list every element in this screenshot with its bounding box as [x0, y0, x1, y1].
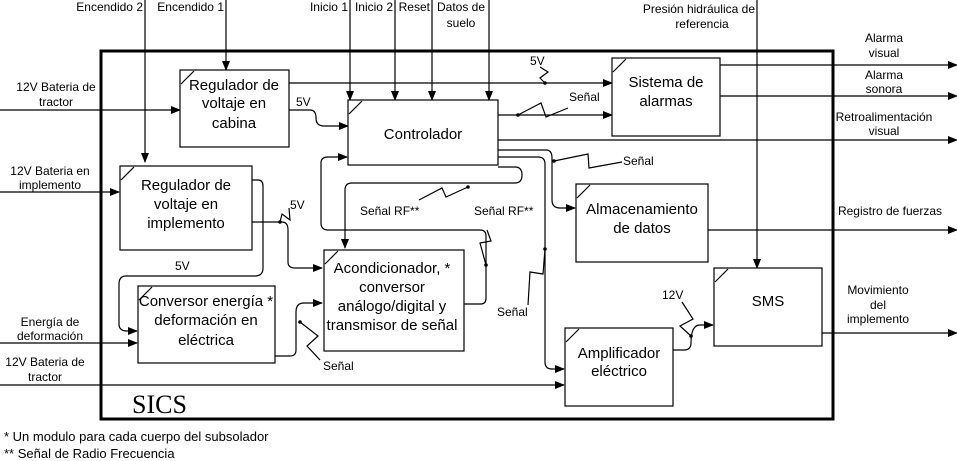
svg-text:Inicio 1: Inicio 1	[310, 0, 348, 14]
svg-text:12V: 12V	[662, 288, 683, 302]
block-reg-implemento: Regulador de voltaje en implemento	[119, 165, 253, 251]
svg-text:Movimiento: Movimiento	[847, 283, 909, 297]
svg-text:12V Bateria en: 12V Bateria en	[10, 164, 89, 178]
svg-text:Energía de: Energía de	[21, 315, 80, 329]
svg-text:Conversor energía *: Conversor energía *	[139, 293, 273, 310]
svg-text:referencia: referencia	[675, 17, 729, 31]
svg-text:12V Bateria de: 12V Bateria de	[5, 355, 85, 369]
signal-labels: 5V 5V 5V 5V 12V Señal Señal Señal RF** S…	[175, 54, 683, 373]
svg-text:voltaje en: voltaje en	[154, 196, 218, 213]
right-output-labels: Alarma visual Alarma sonora Retroaliment…	[836, 31, 942, 326]
svg-text:Controlador: Controlador	[384, 126, 462, 143]
block-controlador: Controlador	[347, 99, 499, 166]
svg-text:Retroalimentación: Retroalimentación	[836, 110, 933, 124]
svg-text:Señal RF**: Señal RF**	[360, 204, 420, 218]
svg-text:5V: 5V	[175, 259, 190, 273]
block-acondicionador: Acondicionador, * conversor análogo/digi…	[323, 249, 465, 352]
svg-text:Regulador de: Regulador de	[141, 177, 231, 194]
line-5v-acondicionador	[252, 221, 323, 272]
block-amplificador: Amplificador eléctrico	[564, 327, 674, 407]
footnotes: * Un modulo para cada cuerpo del subsola…	[4, 429, 269, 461]
svg-text:eléctrico: eléctrico	[591, 363, 647, 380]
block-conversor: Conversor energía * deformación en eléct…	[137, 285, 276, 364]
svg-text:de datos: de datos	[613, 220, 671, 237]
svg-text:análogo/digital y: análogo/digital y	[338, 298, 447, 315]
svg-text:eléctrica: eléctrica	[178, 332, 235, 349]
svg-text:Alarma: Alarma	[865, 68, 903, 82]
svg-text:Señal: Señal	[497, 305, 528, 319]
svg-text:5V: 5V	[296, 95, 311, 109]
signal-markers	[278, 66, 694, 361]
block-sms: SMS	[713, 267, 823, 347]
block-almacenamiento: Almacenamiento de datos	[575, 183, 709, 263]
left-input-labels: 12V Bateria de tractor 12V Bateria en im…	[5, 80, 96, 384]
line-senal-amplificador	[498, 156, 565, 373]
svg-text:conversor: conversor	[359, 279, 425, 296]
svg-text:Señal: Señal	[569, 90, 600, 104]
line-senal-acondicionador	[275, 299, 323, 357]
top-input-labels: Encendido 2 Encendido 1 Inicio 1 Inicio …	[76, 0, 755, 31]
svg-text:deformación: deformación	[17, 329, 83, 343]
svg-text:deformación en: deformación en	[154, 312, 257, 329]
svg-text:sonora: sonora	[866, 82, 903, 96]
svg-text:Almacenamiento: Almacenamiento	[586, 201, 698, 218]
svg-text:alarmas: alarmas	[639, 93, 692, 110]
line-senal-almacenamiento	[498, 149, 576, 212]
line-rf-controlador	[320, 153, 487, 305]
svg-text:implemento: implemento	[847, 312, 909, 326]
svg-text:tractor: tractor	[28, 370, 62, 384]
footnote-module: * Un modulo para cada cuerpo del subsola…	[4, 429, 269, 444]
svg-text:Inicio 2: Inicio 2	[355, 0, 393, 14]
svg-text:transmisor de señal: transmisor de señal	[327, 317, 458, 334]
svg-text:Datos de: Datos de	[437, 0, 485, 14]
block-sistema-alarmas: Sistema de alarmas	[611, 57, 721, 137]
svg-text:Registro de fuerzas: Registro de fuerzas	[838, 204, 942, 218]
svg-text:visual: visual	[869, 46, 900, 60]
svg-text:Señal: Señal	[323, 359, 354, 373]
system-name: SICS	[132, 390, 187, 419]
svg-text:Señal RF**: Señal RF**	[474, 204, 534, 218]
connections	[0, 0, 957, 389]
line-rf-acondicionador	[341, 166, 523, 249]
svg-text:Amplificador: Amplificador	[578, 345, 661, 362]
svg-text:visual: visual	[869, 124, 900, 138]
svg-text:voltaje en: voltaje en	[202, 95, 266, 112]
svg-text:Señal: Señal	[623, 154, 654, 168]
svg-text:suelo: suelo	[447, 16, 476, 30]
svg-text:Regulador de: Regulador de	[189, 77, 279, 94]
svg-text:SMS: SMS	[752, 293, 785, 310]
svg-text:5V: 5V	[530, 54, 545, 68]
svg-text:cabina: cabina	[212, 115, 257, 132]
svg-text:implemento: implemento	[19, 178, 81, 192]
line-12v-sms	[673, 321, 714, 351]
svg-text:tractor: tractor	[39, 95, 73, 109]
svg-text:Presión hidráulica de: Presión hidráulica de	[643, 2, 755, 16]
svg-text:Reset: Reset	[399, 0, 431, 14]
system-boundary	[99, 49, 835, 421]
svg-text:Acondicionador, *: Acondicionador, *	[334, 260, 451, 277]
line-5v-controlador	[289, 109, 349, 130]
svg-text:Alarma: Alarma	[865, 31, 903, 45]
svg-text:del: del	[870, 298, 886, 312]
svg-text:implemento: implemento	[147, 215, 225, 232]
block-reg-cabina: Regulador de voltaje en cabina	[179, 69, 290, 148]
svg-text:Encendido 1: Encendido 1	[157, 0, 224, 14]
svg-text:Encendido 2: Encendido 2	[76, 0, 143, 14]
svg-text:Sistema de: Sistema de	[628, 74, 703, 91]
line-5v-conversor	[118, 179, 264, 335]
footnote-rf: ** Señal de Radio Frecuencia	[4, 446, 175, 461]
svg-text:5V: 5V	[290, 198, 305, 212]
svg-text:12V Bateria de: 12V Bateria de	[16, 80, 96, 94]
